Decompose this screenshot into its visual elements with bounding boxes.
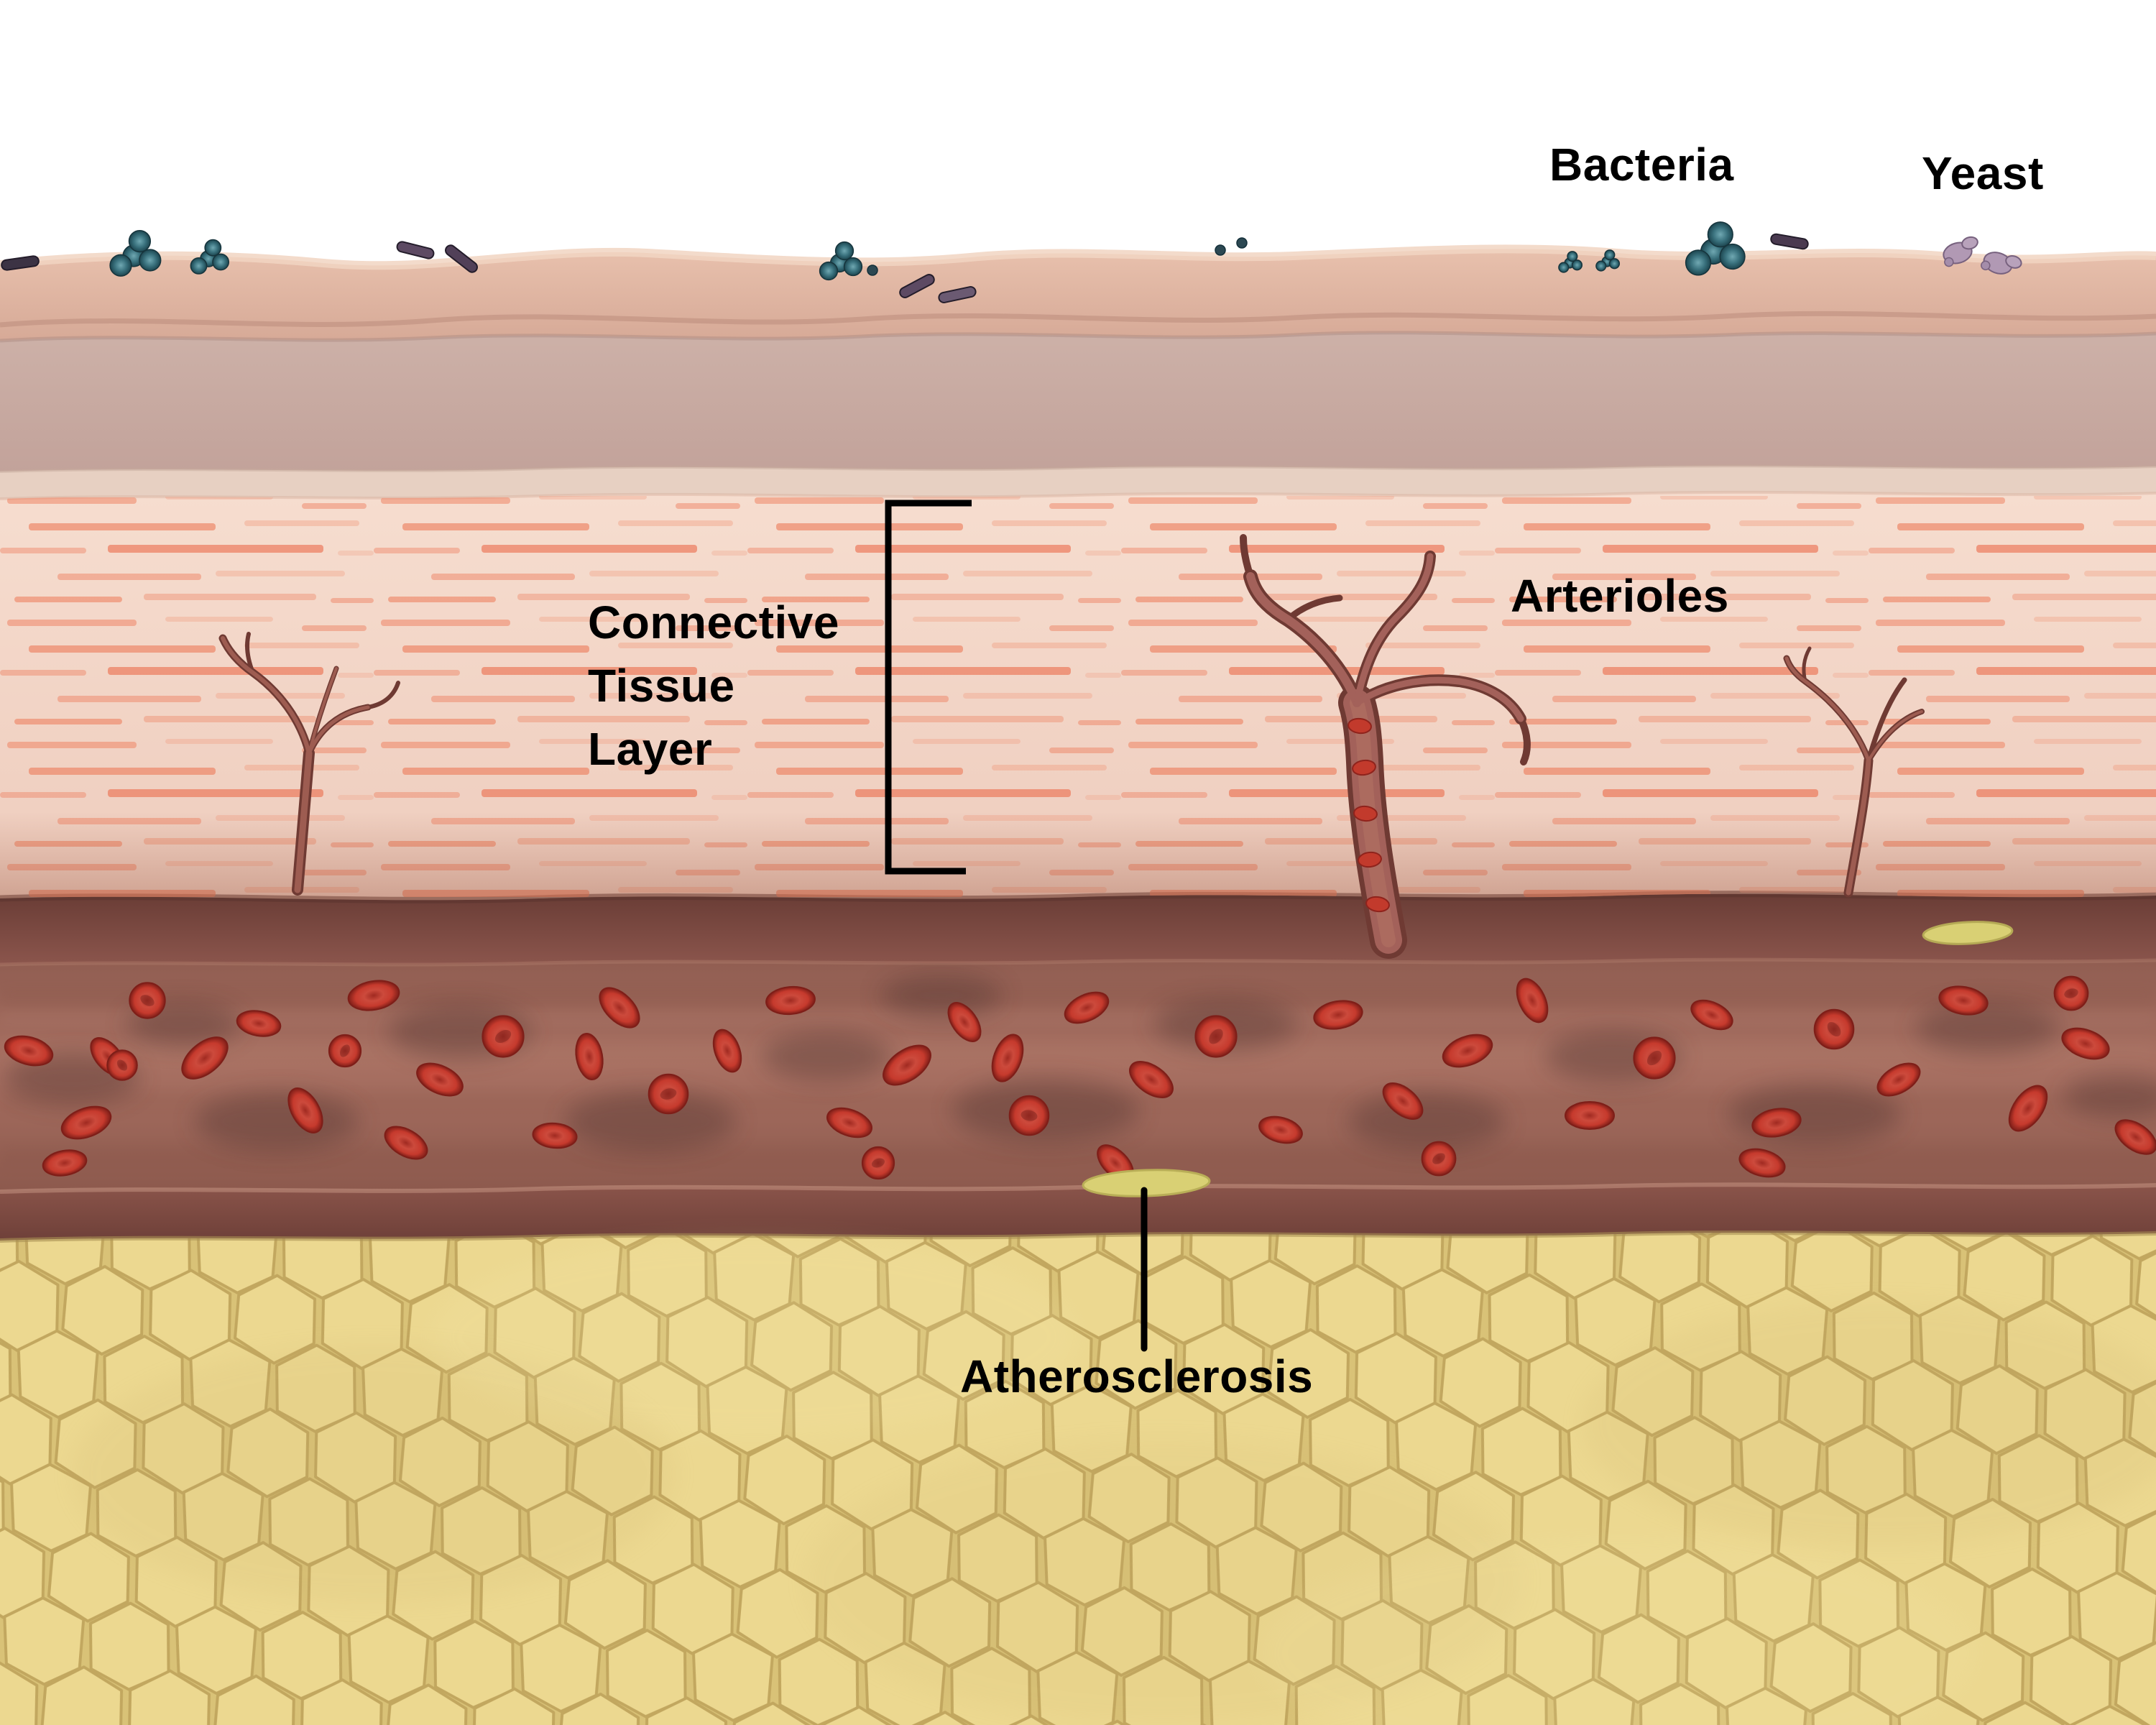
annotations [885, 500, 1148, 1352]
connective-tissue-fibers [0, 496, 2156, 901]
vessel-lumen-contents [0, 974, 2156, 1182]
label-connective-line1: Connective [588, 597, 839, 648]
skin-crease [0, 310, 2156, 328]
arteriole-middle [1240, 534, 1531, 959]
arteriole-blood-cells [1348, 717, 1390, 913]
skin-rim-highlight [0, 244, 2156, 270]
label-connective-line2: Tissue [588, 660, 735, 712]
label-connective-line3: Layer [588, 723, 713, 775]
label-arterioles: Arterioles [1511, 570, 1729, 622]
arteriole-left [218, 632, 400, 896]
label-atherosclerosis: Atherosclerosis [960, 1351, 1314, 1402]
label-connective-tissue-layer: Connective Tissue Layer [588, 591, 839, 781]
arteriole-right [1783, 646, 1925, 898]
label-yeast: Yeast [1922, 147, 2044, 199]
adipose-shading [72, 1236, 2156, 1725]
red-blood-cells [4, 975, 2156, 1182]
label-bacteria: Bacteria [1549, 139, 1734, 190]
plaque-upper [1922, 921, 2014, 945]
surface-microbes [1, 221, 2022, 303]
connective-tissue-bracket [885, 500, 972, 875]
